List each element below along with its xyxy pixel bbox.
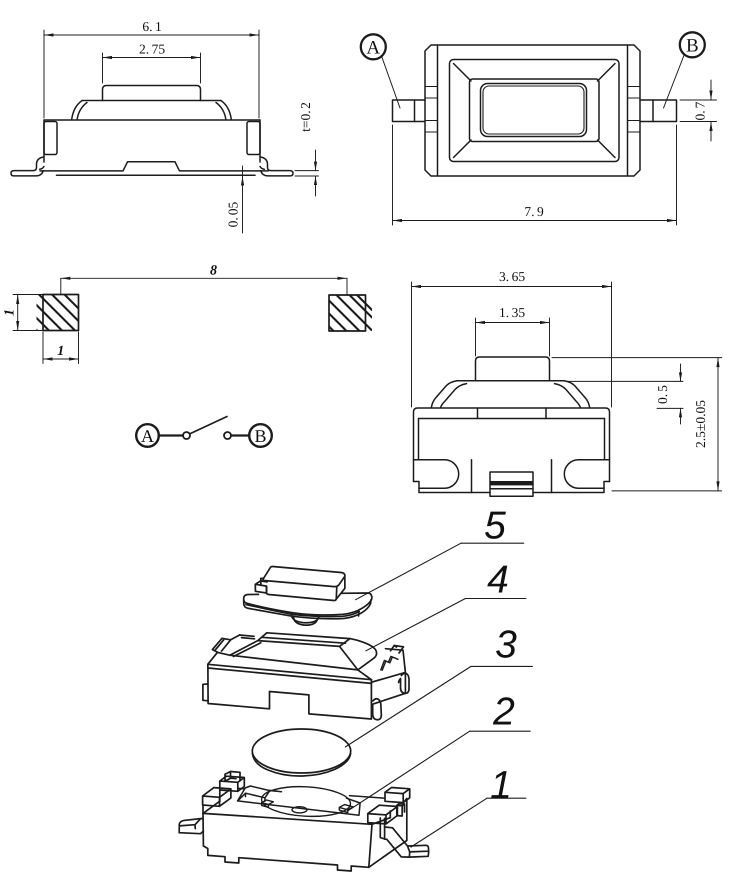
svg-text:B: B: [254, 426, 266, 446]
svg-text:4: 4: [487, 559, 509, 602]
svg-text:6.1: 6.1: [142, 19, 161, 34]
svg-text:3.65: 3.65: [499, 269, 525, 284]
svg-text:B: B: [686, 36, 699, 57]
svg-text:2.5±0.05: 2.5±0.05: [693, 400, 708, 448]
svg-text:7.9: 7.9: [524, 204, 544, 219]
svg-text:0.5: 0.5: [655, 385, 670, 404]
svg-text:1: 1: [490, 764, 512, 807]
svg-text:t=0.2: t=0.2: [298, 102, 313, 132]
svg-text:1: 1: [3, 309, 18, 316]
svg-text:1: 1: [57, 344, 64, 359]
svg-text:5: 5: [484, 505, 506, 548]
svg-text:A: A: [141, 426, 154, 446]
svg-text:8: 8: [210, 264, 217, 279]
svg-text:1.35: 1.35: [499, 305, 525, 320]
svg-text:3: 3: [495, 624, 517, 667]
svg-text:2: 2: [492, 691, 515, 734]
svg-text:A: A: [366, 38, 380, 59]
svg-text:0.7: 0.7: [693, 101, 708, 120]
svg-text:2.75: 2.75: [139, 42, 165, 57]
svg-text:0.05: 0.05: [226, 201, 241, 227]
